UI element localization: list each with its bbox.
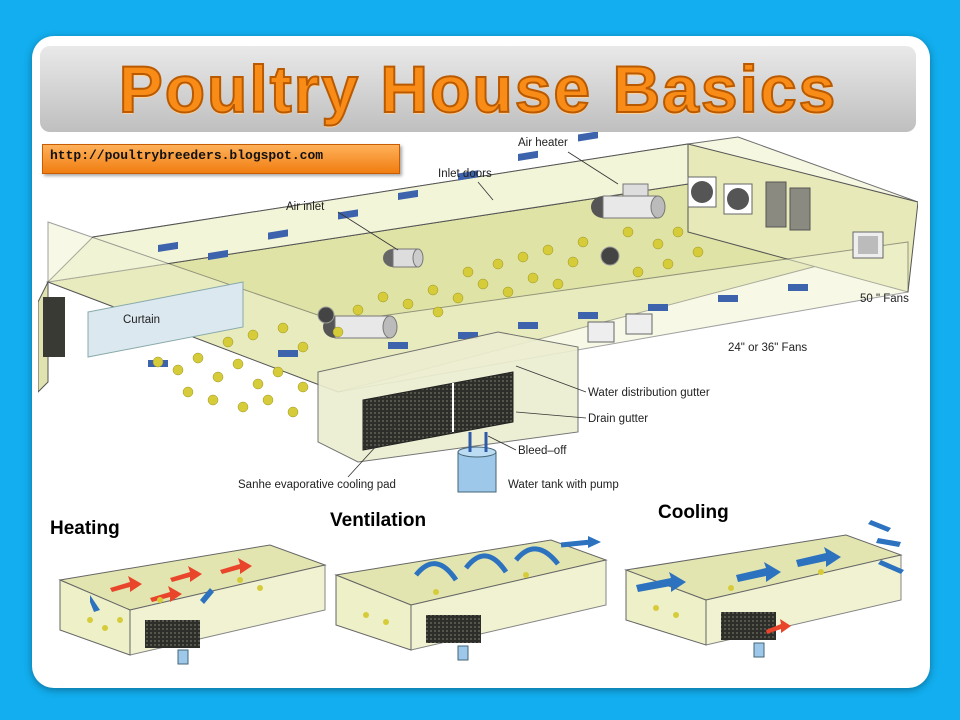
circulation-fan <box>600 246 620 266</box>
water-gutter-label: Water distribution gutter <box>588 387 710 399</box>
title-banner <box>40 46 916 132</box>
side-wall-fans <box>587 313 653 343</box>
inlet-doors <box>158 132 598 261</box>
air-heater <box>591 183 666 219</box>
chicks <box>152 226 704 418</box>
evaporative-cooling-pad <box>362 371 514 451</box>
water-tank <box>457 432 497 493</box>
air-inlet <box>383 248 424 268</box>
cooling-heading: Cooling <box>658 502 729 523</box>
url-box <box>42 144 400 174</box>
circulation-fan-2 <box>317 306 335 324</box>
fans-50-label: 50 " Fans <box>860 293 909 305</box>
cooling-warm-arrows <box>766 619 791 634</box>
inlet-doors-label: Inlet doors <box>438 168 492 180</box>
cooling-diagram <box>624 520 904 658</box>
ventilation-diagram <box>334 536 608 661</box>
end-wall-fans <box>687 176 884 259</box>
ventilation-arrows <box>414 539 592 582</box>
fans-24-36-label: 24" or 36" Fans <box>728 342 807 354</box>
page-title: Poultry House Basics <box>118 51 838 127</box>
drain-gutter-label: Drain gutter <box>588 413 648 425</box>
cooling-arrows <box>636 520 904 592</box>
url-link[interactable]: http://poultrybreeders.blogspot.com <box>50 148 324 163</box>
air-heater-label: Air heater <box>518 137 568 149</box>
left-end-opening <box>43 297 65 357</box>
curtain-label: Curtain <box>123 314 160 326</box>
poultry-house-diagram: Curtain <box>38 132 918 493</box>
heat-air-arrows <box>90 588 214 612</box>
heating-heading: Heating <box>50 518 120 539</box>
heating-diagram <box>58 544 327 665</box>
water-tank-label: Water tank with pump <box>508 479 619 491</box>
bleed-off-label: Bleed–off <box>518 445 567 457</box>
ventilation-heading: Ventilation <box>330 510 427 531</box>
air-inlet-label: Air inlet <box>286 201 325 213</box>
cooling-pad-label: Sanhe evaporative cooling pad <box>238 479 396 491</box>
curtain <box>87 281 244 358</box>
